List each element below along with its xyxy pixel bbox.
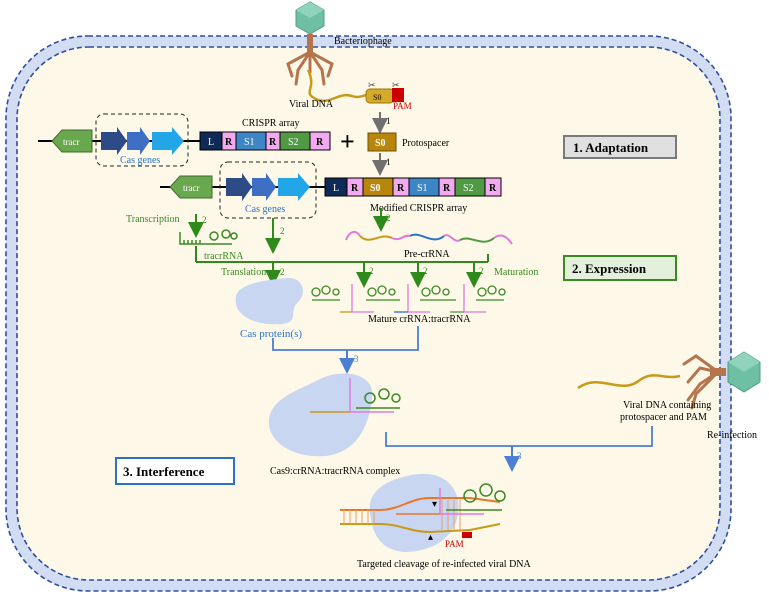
array-cell-label: S0 <box>370 183 381 194</box>
tracrrna-label: tracrRNA <box>204 251 244 262</box>
crispr-array-2: L R S0 R S1 R S2 R <box>324 177 502 197</box>
crispr-array-label: CRISPR array <box>242 118 300 129</box>
cas-proteins-label: Cas protein(s) <box>240 328 302 340</box>
cleavage-site-marker-top: ▾ <box>432 499 437 510</box>
array-cell-label: L <box>333 183 339 194</box>
stage-adaptation: 1. Adaptation <box>563 135 677 159</box>
cas-gene-arrow <box>127 127 150 155</box>
array-cell-label: R <box>316 137 324 148</box>
cas-gene-arrow <box>252 173 276 201</box>
array-cell-label: R <box>225 137 233 148</box>
maturation-label: Maturation <box>494 267 538 278</box>
step-number: 2 <box>202 215 207 225</box>
step-number: 1 <box>386 157 391 167</box>
stage-expression-label: 2. Expression <box>572 261 647 276</box>
mature-complex-label: Mature crRNA:tracrRNA <box>368 314 471 325</box>
step-number: 3 <box>354 354 359 364</box>
step-number: 3 <box>517 451 522 461</box>
bacteriophage-icon <box>286 1 334 86</box>
interference-bus <box>272 326 419 351</box>
crispr-array-1: L R S1 R S2 R <box>199 131 331 151</box>
targeted-cleavage-label: Targeted cleavage of re-infected viral D… <box>357 559 532 570</box>
array-cell-label: L <box>208 137 214 148</box>
modified-crispr-array-label: Modified CRISPR array <box>370 203 467 214</box>
viral-dna-label: Viral DNA <box>289 99 334 110</box>
tracrrna-shape <box>179 229 238 245</box>
translation-label: Translation <box>221 267 266 278</box>
array-cell-label: S2 <box>463 183 474 194</box>
target-dna-double-helix <box>340 483 506 538</box>
cas-genes-box-2 <box>219 161 317 219</box>
protospacer-box <box>367 132 397 152</box>
array-cell-label: S1 <box>417 183 428 194</box>
array-cell-label: R <box>443 183 451 194</box>
protospacer-label: Protospacer <box>402 138 450 149</box>
stage-interference: 3. Interference <box>115 457 235 485</box>
cas-gene-arrow <box>278 173 310 201</box>
tracr-gene-1 <box>51 129 93 153</box>
cas-gene-arrow <box>152 127 184 155</box>
cas9-rna-strands <box>310 378 401 413</box>
step-number: 2 <box>386 213 391 223</box>
protospacer-box-label: S0 <box>375 138 386 149</box>
array-cell-label: S1 <box>244 137 255 148</box>
cas-genes-label-1: Cas genes <box>120 155 160 166</box>
s0-small-label: S0 <box>373 93 381 102</box>
array-cell-label: R <box>269 137 277 148</box>
step-number: 2 <box>280 226 285 236</box>
cas-gene-arrow <box>226 173 252 201</box>
step-number: 2 <box>280 267 285 277</box>
viral-dna-containing-label-line2: protospacer and PAM <box>620 412 707 423</box>
tracr-gene-label: tracr <box>63 137 79 147</box>
cas-genes-label-2: Cas genes <box>245 204 285 215</box>
stage-interference-label: 3. Interference <box>123 464 205 479</box>
array-cell-label: R <box>489 183 497 194</box>
stage-expression: 2. Expression <box>563 255 677 281</box>
cas9-complex-shape <box>268 373 373 457</box>
reinfection-label: Re-infection <box>707 430 757 441</box>
array-cell-label: R <box>397 183 405 194</box>
bacteriophage-label: Bacteriophage <box>334 36 392 47</box>
stage-adaptation-label: 1. Adaptation <box>573 140 649 155</box>
cas-gene-arrow <box>101 127 127 155</box>
pre-crrna-strand <box>345 230 513 245</box>
cleavage-site-marker-bottom: ▴ <box>428 532 433 543</box>
transcription-label: Transcription <box>126 214 180 225</box>
mature-crrna-tracrrna-shapes <box>311 284 506 313</box>
pam-label-top: PAM <box>393 101 412 111</box>
reinfection-phage-icon <box>682 351 761 410</box>
tracr-gene-2 <box>169 175 213 199</box>
scissors-icon-2: ✂ <box>392 80 400 90</box>
step-number: 1 <box>386 116 391 126</box>
targeting-bus <box>385 426 653 447</box>
protospacer-on-viral-dna: S0 ✂ ✂ <box>365 80 404 104</box>
cas9-complex-label: Cas9:crRNA:tracrRNA complex <box>270 466 400 477</box>
array-cell-label: R <box>351 183 359 194</box>
step-number: 2 <box>423 266 428 276</box>
reinfection-viral-dna <box>577 374 681 390</box>
step-number: 2 <box>369 266 374 276</box>
pam-label-bottom: PAM <box>445 539 464 549</box>
array-cell-label: S2 <box>288 137 299 148</box>
cas-genes-box-1 <box>95 113 189 167</box>
plus-sign: + <box>340 127 355 156</box>
viral-dna-containing-label-line1: Viral DNA containing <box>623 400 711 411</box>
cas-protein-shape <box>235 277 303 325</box>
step-number: 2 <box>479 266 484 276</box>
scissors-icon: ✂ <box>368 80 376 90</box>
pre-crrna-label: Pre-crRNA <box>404 249 450 260</box>
tracr-gene-label: tracr <box>183 183 199 193</box>
